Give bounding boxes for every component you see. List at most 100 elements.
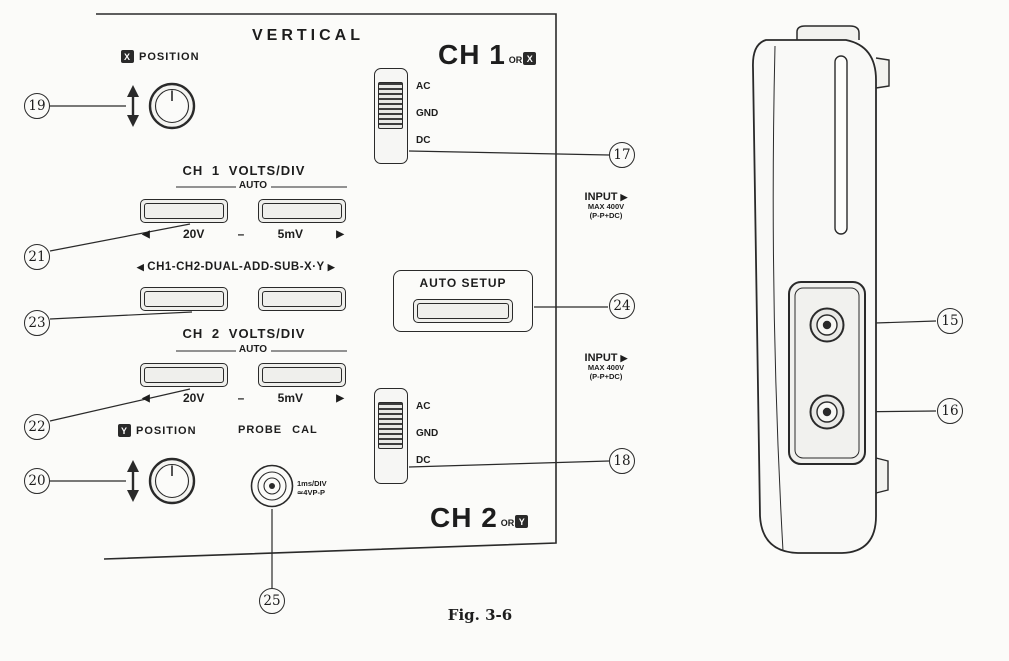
ch1-or-label: OR xyxy=(508,55,523,65)
leader-lines xyxy=(49,105,937,588)
ch2-input-label: INPUT xyxy=(584,352,618,364)
ch1-input-block: INPUT ▶ MAX 400V (P-P+DC) xyxy=(556,191,656,220)
callout-18: 18 xyxy=(609,448,635,474)
callout-22: 22 xyxy=(24,414,50,440)
ch2-axis-box-icon: Y xyxy=(515,515,529,528)
callout-21: 21 xyxy=(24,244,50,270)
ch1-coupling-dc-label: DC xyxy=(416,135,431,146)
ch1-position-knob xyxy=(148,82,196,130)
leader-22 xyxy=(49,388,191,422)
callout-23: 23 xyxy=(24,310,50,336)
ch2-position-knob xyxy=(148,457,196,505)
ch2-range-min: 20V xyxy=(183,391,205,405)
callout-25: 25 xyxy=(259,588,285,614)
ch2-coupling-dc-label: DC xyxy=(416,455,431,466)
ch1-voltsdiv-title: CH 1 VOLTS/DIV xyxy=(182,163,306,178)
stand-slot xyxy=(834,55,848,235)
callout-20: 20 xyxy=(24,468,50,494)
ch2-input-block: INPUT ▶ MAX 400V (P-P+DC) xyxy=(556,352,656,381)
updown-arrow-icon-ch2 xyxy=(127,460,139,502)
auto-setup-box: AUTO SETUP xyxy=(393,270,533,332)
ch2-input-arrow-icon: ▶ xyxy=(620,352,628,363)
ch1-coupling-gnd-label: GND xyxy=(416,108,439,119)
ch1-position-axis-icon: X xyxy=(121,50,134,63)
bnc-input-ch2 xyxy=(809,394,845,430)
ch1-voltsdiv-up-button xyxy=(258,199,346,223)
ch1-range-right-arrow-icon: ▶ xyxy=(336,228,344,240)
ch2-range-max: 5mV xyxy=(277,391,303,405)
ch2-position-text: POSITION xyxy=(136,424,197,437)
callout-19: 19 xyxy=(24,93,50,119)
side-top-cap xyxy=(796,25,860,40)
ch2-voltsdiv-title: CH 2 VOLTS/DIV xyxy=(182,326,306,341)
ch1-voltsdiv-range-row: ◀ 20V – 5mV ▶ xyxy=(138,227,348,241)
bnc-input-ch1 xyxy=(809,307,845,343)
ch1-range-left-arrow-icon: ◀ xyxy=(142,228,150,240)
ch1-input-label: INPUT xyxy=(584,191,618,203)
panel-outline xyxy=(96,13,557,560)
ch1-coupling-switch xyxy=(374,68,408,164)
input-bezel xyxy=(788,281,866,465)
ch2-voltsdiv-up-button xyxy=(258,363,346,387)
mode-selector-label: CH1-CH2-DUAL-ADD-SUB-X·Y xyxy=(147,261,325,273)
ch1-position-label: X POSITION xyxy=(121,50,200,63)
ch1-coupling-ac-label: AC xyxy=(416,81,431,92)
leader-21 xyxy=(49,223,191,252)
mode-selector-row: ◀ CH1-CH2-DUAL-ADD-SUB-X·Y ▶ xyxy=(124,261,348,273)
probe-cal-terminal xyxy=(250,464,294,508)
mode-right-button xyxy=(258,287,346,311)
callout-24: 24 xyxy=(609,293,635,319)
leader-23 xyxy=(49,311,193,320)
side-view xyxy=(752,25,890,554)
ch1-coupling-slider xyxy=(378,82,403,129)
vertical-section-title: VERTICAL xyxy=(252,27,364,44)
ch1-axis-box-icon: X xyxy=(523,52,537,65)
probe-cal-spec-line2: ≃4VP-P xyxy=(297,488,325,497)
ch1-range-min: 20V xyxy=(183,227,205,241)
ch2-position-axis-icon: Y xyxy=(118,424,131,437)
ch2-coupling-switch xyxy=(374,388,408,484)
callout-15: 15 xyxy=(937,308,963,334)
probe-cal-spec-line1: 1ms/DIV xyxy=(297,479,327,488)
input-bezel-inner xyxy=(794,287,860,459)
ch1-position-text: POSITION xyxy=(139,50,200,63)
leader-17 xyxy=(408,150,610,156)
ch1-input-max-line1: MAX 400V xyxy=(587,202,625,211)
ch2-coupling-slider xyxy=(378,402,403,449)
ch2-input-max-line1: MAX 400V xyxy=(587,363,625,372)
mode-right-arrow-icon: ▶ xyxy=(327,261,336,272)
ch1-input-arrow-icon: ▶ xyxy=(620,191,628,202)
ch2-coupling-ac-label: AC xyxy=(416,401,431,412)
callout-17: 17 xyxy=(609,142,635,168)
ch1-range-max: 5mV xyxy=(277,227,303,241)
updown-arrow-icon-ch1 xyxy=(127,85,139,127)
ch2-heading: CH 2 OR Y xyxy=(430,504,529,532)
ch1-voltsdiv-auto-label: AUTO xyxy=(238,180,268,191)
ch2-or-label: OR xyxy=(500,518,515,528)
mode-left-arrow-icon: ◀ xyxy=(136,261,145,272)
auto-setup-label: AUTO SETUP xyxy=(419,276,507,290)
ch1-name: CH 1 xyxy=(438,39,506,70)
side-bump-bottom xyxy=(875,457,889,494)
probe-cal-label: PROBE CAL xyxy=(238,424,318,436)
ch2-voltsdiv-auto-label: AUTO xyxy=(238,344,268,355)
ch2-range-dash: – xyxy=(237,391,245,405)
ch2-voltsdiv-range-row: ◀ 20V – 5mV ▶ xyxy=(138,391,348,405)
side-bump-top xyxy=(875,57,890,89)
figure-caption: Fig. 3-6 xyxy=(447,606,513,624)
ch1-input-max-line2: (P-P+DC) xyxy=(589,210,623,220)
mode-left-button xyxy=(140,287,228,311)
ch1-heading: CH 1 OR X xyxy=(438,39,537,70)
ch2-range-left-arrow-icon: ◀ xyxy=(142,392,150,404)
ch2-position-label: Y POSITION xyxy=(118,424,197,437)
ch1-voltsdiv-down-button xyxy=(140,199,228,223)
ch2-voltsdiv-down-button xyxy=(140,363,228,387)
ch2-range-right-arrow-icon: ▶ xyxy=(336,392,344,404)
probe-cal-spec: 1ms/DIV ≃4VP-P xyxy=(297,479,327,497)
ch2-coupling-gnd-label: GND xyxy=(416,428,439,439)
side-seam xyxy=(772,45,784,552)
ch2-input-max-line2: (P-P+DC) xyxy=(589,371,623,381)
auto-setup-button xyxy=(413,299,513,323)
